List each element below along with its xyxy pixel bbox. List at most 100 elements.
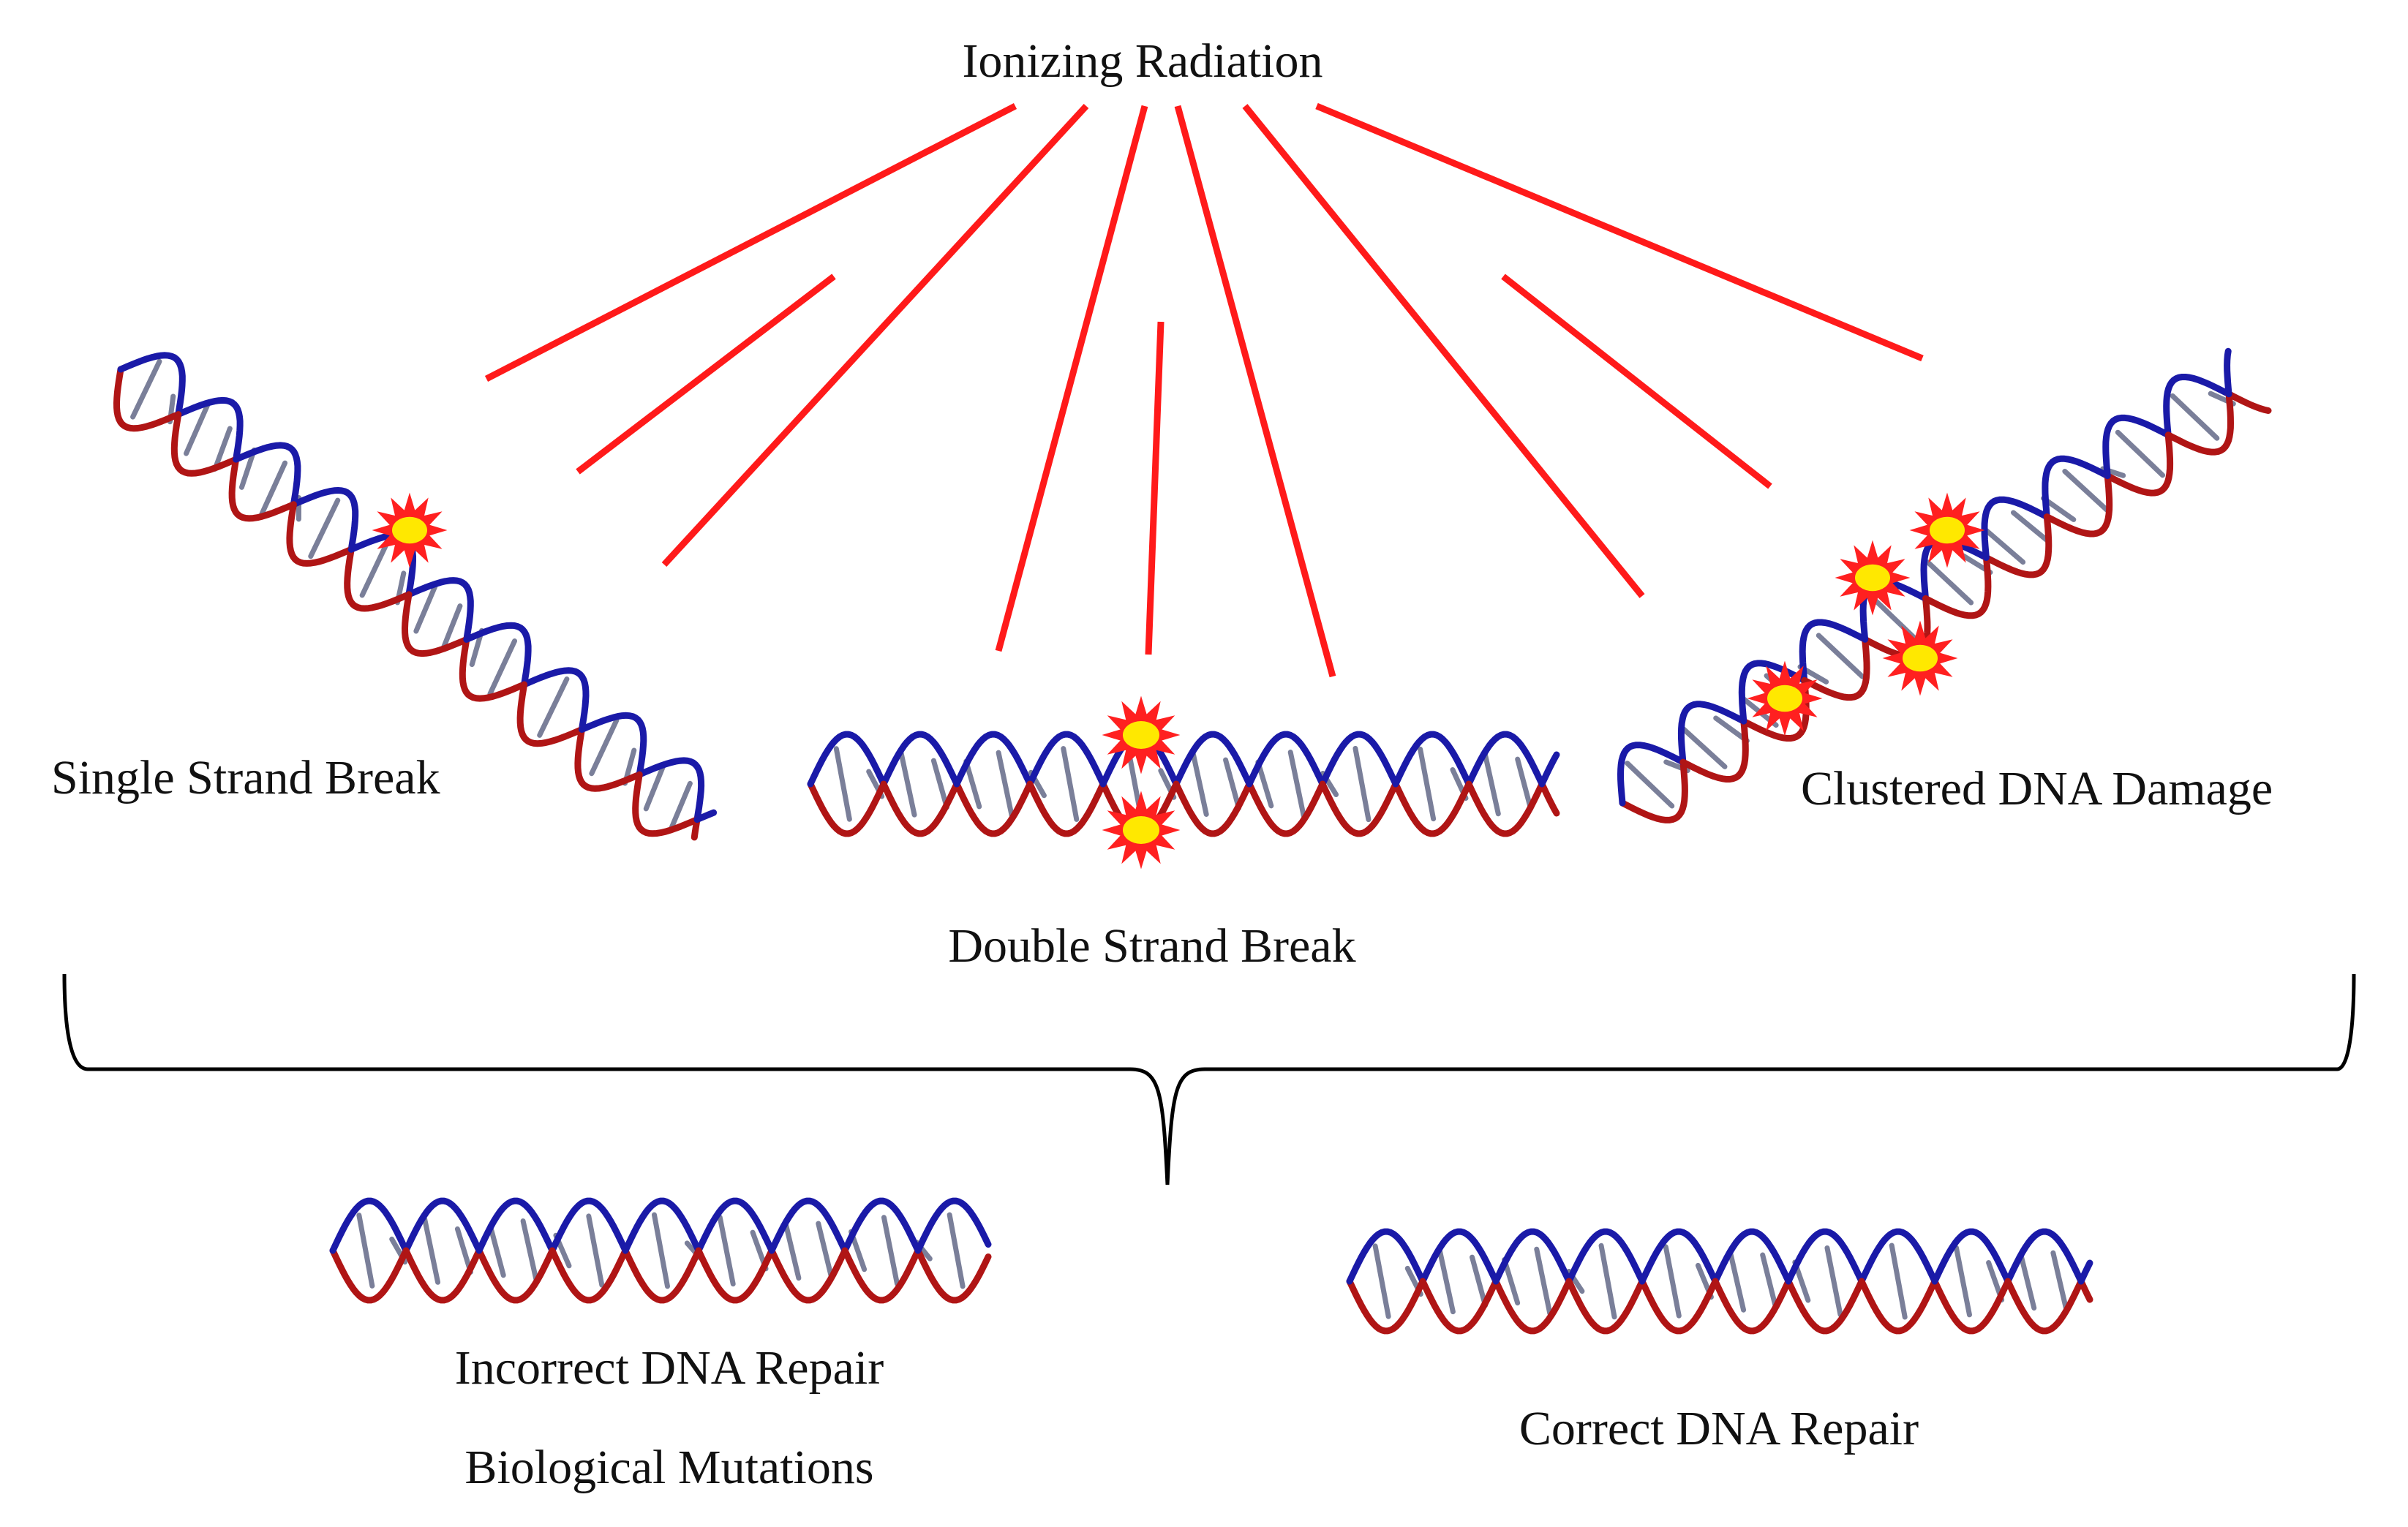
dna-strand-b xyxy=(1419,1278,1500,1335)
dna-strand-a xyxy=(1740,676,1810,742)
base-pair xyxy=(816,1221,835,1281)
base-pair xyxy=(589,717,620,777)
base-pair xyxy=(783,1220,802,1281)
dna-strand-a xyxy=(2225,391,2272,414)
damage-burst-icon xyxy=(1835,540,1911,616)
dna-strand-b xyxy=(170,411,240,477)
radiation-ray-1 xyxy=(484,103,1017,382)
dna-strand-a xyxy=(2042,455,2111,521)
damage-burst-icon xyxy=(372,492,448,568)
dna-strand-b xyxy=(549,1247,629,1304)
base-pair xyxy=(2050,1250,2069,1313)
dna-strand-b xyxy=(2077,1259,2093,1285)
dna-strand-b xyxy=(1638,1228,1719,1285)
base-pair xyxy=(652,1212,670,1289)
incorrect-dna-repair-label: Incorrect DNA Repair xyxy=(455,1341,884,1395)
dna-strand-b xyxy=(516,681,585,747)
base-pair xyxy=(1534,1246,1553,1316)
dna-strand-a xyxy=(521,667,590,733)
dna-strand-b xyxy=(1319,780,1399,837)
base-pair xyxy=(1889,1243,1908,1320)
base-pair xyxy=(1953,1245,1972,1318)
base-pair xyxy=(487,638,518,697)
dna-strand-a xyxy=(2163,374,2232,439)
base-pair xyxy=(537,676,570,738)
dna-strand-a xyxy=(1465,731,1546,788)
dna-strand-b xyxy=(1246,731,1326,788)
correct-repair-helix-icon xyxy=(1346,1228,2093,1335)
dna-strand-b xyxy=(475,1197,556,1254)
base-pair xyxy=(668,780,693,832)
dna-strand-b xyxy=(463,622,532,688)
base-pair xyxy=(487,1223,506,1278)
damage-burst-icon xyxy=(1102,695,1181,774)
dna-strand-b xyxy=(2102,414,2172,480)
radiation-ray-8 xyxy=(1501,274,1772,489)
base-pair xyxy=(1418,746,1437,822)
base-pair xyxy=(212,426,233,472)
radiation-ray-9 xyxy=(1315,102,1924,362)
double-strand-break-label: Double Strand Break xyxy=(948,919,1355,973)
dna-strand-a xyxy=(475,1247,556,1304)
single-strand-break-helix-icon xyxy=(113,352,718,841)
base-pair xyxy=(1728,1250,1747,1313)
dna-strand-a xyxy=(1419,1228,1500,1285)
dna-strand-b xyxy=(914,1197,992,1254)
dna-strand-a xyxy=(1982,513,2053,578)
dna-strand-a xyxy=(549,1197,629,1254)
dna-strand-b xyxy=(233,442,301,508)
dna-strand-a xyxy=(1392,780,1472,837)
base-pair xyxy=(898,750,917,818)
dna-strand-b xyxy=(768,1197,849,1254)
dna-strand-a xyxy=(1173,731,1253,788)
ionizing-radiation-label: Ionizing Radiation xyxy=(962,34,1322,88)
damage-burst-icon xyxy=(1747,660,1823,736)
dna-strand-b xyxy=(1931,1228,2012,1285)
dna-strand-b xyxy=(1785,1228,1865,1285)
dna-strand-b xyxy=(1565,1278,1646,1335)
dna-strand-a xyxy=(175,396,244,463)
base-pair xyxy=(1372,1243,1391,1319)
dna-strand-b xyxy=(1712,1278,1792,1335)
base-pair xyxy=(422,1216,441,1285)
base-pair xyxy=(1515,756,1534,812)
clustered-damage-helix-icon xyxy=(1617,347,2272,823)
dna-strand-b xyxy=(402,591,470,657)
radiation-rays xyxy=(484,102,1924,678)
base-pair xyxy=(413,581,439,634)
dna-strand-b xyxy=(578,712,647,778)
dna-strand-b xyxy=(632,771,701,837)
dna-strand-a xyxy=(807,780,887,837)
dna-strand-b xyxy=(1801,636,1870,701)
dna-strand-a xyxy=(1319,731,1399,788)
dna-strand-b xyxy=(117,352,186,418)
base-pair xyxy=(520,1218,539,1283)
dna-strand-b xyxy=(1981,496,2050,561)
incorrect-repair-helix-icon xyxy=(329,1197,992,1304)
radiation-ray-3 xyxy=(661,103,1089,568)
base-pair xyxy=(259,460,288,517)
base-pair xyxy=(1925,559,1974,606)
dna-strand-a xyxy=(768,1247,849,1304)
base-pair xyxy=(238,447,257,490)
damage-bursts xyxy=(372,492,1985,870)
clustered-dna-damage-label: Clustered DNA Damage xyxy=(1801,762,2273,815)
dna-strand-a xyxy=(695,1197,775,1254)
dna-strand-b xyxy=(2164,391,2234,456)
base-pair xyxy=(930,758,949,810)
dna-strand-b xyxy=(402,1247,483,1304)
dna-strand-a xyxy=(1638,1278,1719,1335)
dna-strand-b xyxy=(1392,731,1472,788)
base-pair xyxy=(643,761,667,812)
dna-strand-a xyxy=(402,1197,483,1254)
radiation-ray-7 xyxy=(1242,104,1645,598)
correct-dna-repair-label: Correct DNA Repair xyxy=(1519,1402,1919,1455)
dna-strand-b xyxy=(693,809,718,823)
base-pair xyxy=(2170,393,2220,441)
base-pair xyxy=(1502,1256,1521,1306)
base-pair xyxy=(2018,1252,2037,1311)
dna-strand-b xyxy=(622,1197,702,1254)
dna-strand-a xyxy=(1026,731,1107,788)
base-pair xyxy=(356,1213,375,1289)
